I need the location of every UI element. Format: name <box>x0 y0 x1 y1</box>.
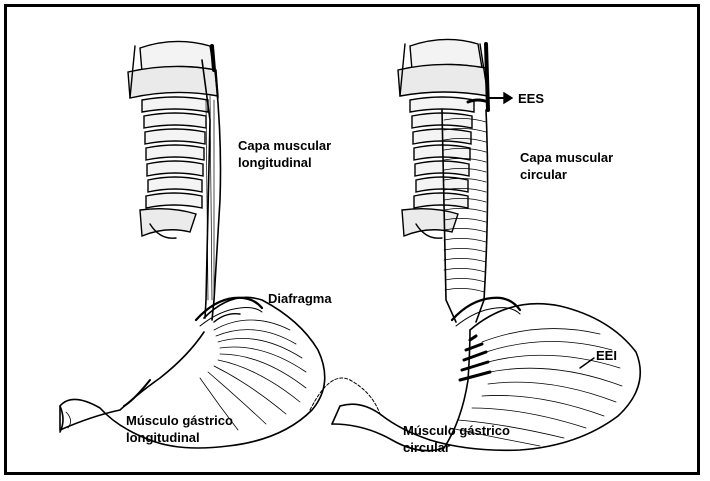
label-capa-longitudinal-line1: Capa muscular <box>238 138 331 153</box>
left-trachea-rings <box>140 97 208 238</box>
label-gastrico-circular-line1: Músculo gástrico <box>403 423 510 438</box>
label-gastrico-longitudinal-line2: longitudinal <box>126 430 200 445</box>
label-capa-circular-line1: Capa muscular <box>520 150 613 165</box>
label-capa-circular-line2: circular <box>520 167 567 182</box>
left-larynx <box>128 41 218 98</box>
label-gastrico-longitudinal-line1: Músculo gástrico <box>126 413 233 428</box>
label-gastrico-circular-line2: circular <box>403 440 450 455</box>
label-ees: EES <box>518 91 544 106</box>
label-diafragma: Diafragma <box>268 291 332 306</box>
right-diaphragm <box>452 298 520 326</box>
label-eei: EEI <box>596 348 617 363</box>
label-capa-longitudinal-line2: longitudinal <box>238 155 312 170</box>
ees-arrow <box>488 93 512 103</box>
